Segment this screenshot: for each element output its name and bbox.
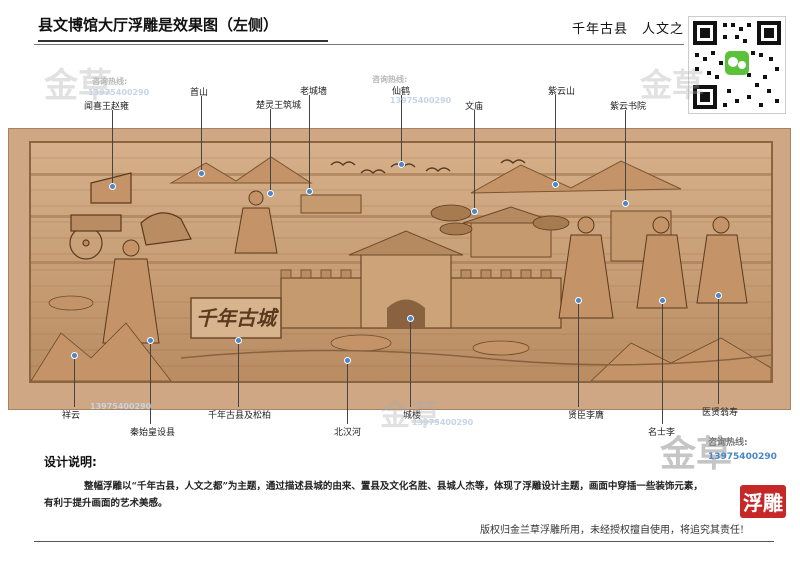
marker-top-5 (398, 161, 405, 168)
watermark-brand: 金草 (44, 66, 112, 106)
label-top-8: 紫云书院 (610, 102, 647, 112)
marker-top-2 (198, 170, 205, 177)
leader-top-3 (270, 109, 271, 192)
label-bottom-1: 祥云 (62, 411, 81, 421)
contact-label: 咨询热线: (708, 438, 748, 448)
watermark-contact: 咨询热线: (92, 77, 128, 86)
label-top-1: 闻喜王赵雍 (84, 102, 130, 112)
copyright-notice: 版权归金兰草浮雕所用，未经授权擅自使用，将追究其责任! (480, 525, 745, 536)
leader-bottom-2 (150, 340, 151, 424)
title-underline (38, 40, 328, 42)
leader-top-4 (309, 95, 310, 190)
leader-bottom-6 (578, 300, 579, 407)
relief-artwork (31, 156, 771, 381)
marker-top-1 (109, 183, 116, 190)
leader-top-1 (112, 110, 113, 185)
label-bottom-8: 医贤翁寿 (702, 408, 739, 418)
label-bottom-3: 千年古县及松柏 (208, 411, 272, 421)
marker-top-8 (622, 200, 629, 207)
label-bottom-2: 秦始皇设县 (130, 428, 176, 438)
marker-bottom-7 (659, 297, 666, 304)
leader-bottom-7 (662, 300, 663, 424)
marker-top-6 (471, 208, 478, 215)
leader-top-7 (555, 95, 556, 183)
marker-bottom-1 (71, 352, 78, 359)
design-title: 设计说明: (44, 455, 97, 469)
marker-bottom-4 (344, 357, 351, 364)
design-description-line-1: 整幅浮雕以“千年古县，人文之都”为主题，通过描述县城的由来、置县及文化名胜、县城… (84, 481, 703, 492)
watermark-seal: 浮雕 (740, 485, 786, 518)
watermark-brand: 金草 (660, 433, 733, 475)
label-bottom-5: 城楼 (403, 411, 422, 421)
leader-bottom-3 (238, 340, 239, 407)
label-top-4: 老城墙 (300, 87, 328, 97)
marker-bottom-5 (407, 315, 414, 322)
marker-bottom-2 (147, 337, 154, 344)
leader-top-5 (401, 95, 402, 163)
leader-bottom-1 (74, 355, 75, 407)
qr-code-icon (688, 16, 786, 114)
watermark-brand: 金草 (640, 66, 705, 104)
footer-divider (34, 541, 774, 542)
design-description-line-2: 有利于提升画面的艺术美感。 (44, 498, 168, 509)
watermark-phone: 13975400290 (90, 402, 152, 411)
label-top-2: 首山 (190, 88, 209, 98)
leader-bottom-8 (718, 295, 719, 404)
leader-bottom-5 (410, 318, 411, 407)
label-top-6: 文庙 (465, 102, 484, 112)
marker-top-4 (306, 188, 313, 195)
leader-top-8 (625, 110, 626, 202)
leader-bottom-4 (347, 360, 348, 424)
watermark-contact: 咨询热线: (372, 75, 408, 84)
page-title: 县文博馆大厅浮雕是效果图（左侧） (38, 16, 279, 34)
marker-bottom-8 (715, 292, 722, 299)
marker-bottom-3 (235, 337, 242, 344)
label-top-5: 仙鹤 (392, 87, 411, 97)
label-bottom-6: 贤臣李膺 (568, 411, 605, 421)
label-bottom-7: 名士李 (648, 428, 676, 438)
marker-top-7 (552, 181, 559, 188)
marker-top-3 (267, 190, 274, 197)
leader-top-2 (201, 96, 202, 172)
design-description: 整幅浮雕以“千年古县，人文之都”为主题，通过描述县城的由来、置县及文化名胜、县城… (44, 478, 744, 512)
label-top-3: 楚灵王筑城 (256, 101, 302, 111)
label-top-7: 紫云山 (548, 87, 576, 97)
marker-bottom-6 (575, 297, 582, 304)
relief-carving-text: 千年古城 (196, 306, 276, 330)
header-divider (34, 44, 684, 45)
contact-phone: 13975400290 (708, 452, 777, 462)
relief-panel (29, 141, 773, 383)
page-subtitle: 千年古县 人文之 (572, 22, 685, 37)
label-bottom-4: 北汉河 (334, 428, 362, 438)
watermark-phone: 13975400290 (412, 418, 474, 427)
watermark-brand: 金草 (380, 398, 440, 433)
watermark-phone: 13975400290 (88, 88, 150, 97)
leader-top-6 (474, 110, 475, 210)
watermark-phone: 13975400290 (390, 96, 452, 105)
